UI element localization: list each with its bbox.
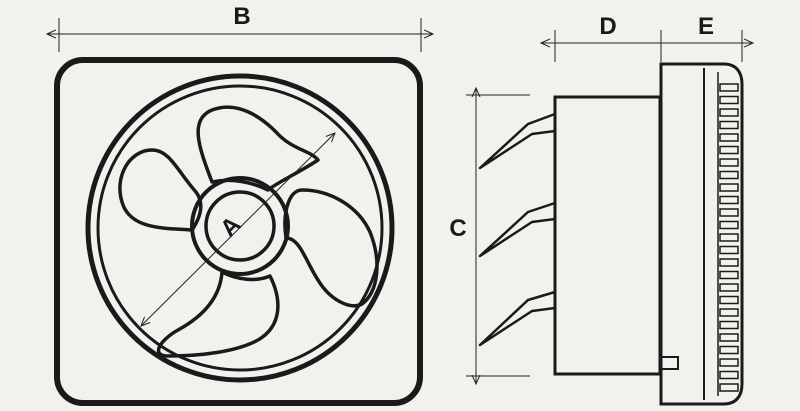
grille-slat xyxy=(719,233,739,242)
grille-slat xyxy=(719,345,739,355)
grille-slat xyxy=(719,295,739,305)
grille-slat xyxy=(719,333,739,342)
grille-slats xyxy=(719,83,739,392)
side-tab xyxy=(659,356,679,370)
grille-slat xyxy=(719,320,739,330)
side-view: C D E xyxy=(449,13,753,406)
grille-slat xyxy=(719,145,739,155)
grille-slat xyxy=(719,120,739,130)
fan-blade-right xyxy=(283,188,379,308)
grille-slat xyxy=(719,170,739,180)
fan-blade-top xyxy=(196,105,320,192)
front-view: A B xyxy=(47,3,433,406)
grille-slat xyxy=(719,258,739,267)
front-frame xyxy=(54,57,423,406)
dimension-a-label: A xyxy=(215,211,246,242)
grille-slat xyxy=(719,158,739,167)
grille-slat xyxy=(719,108,739,117)
shutter-flap-1 xyxy=(478,112,556,170)
grille-slat xyxy=(719,183,739,192)
grille-slat xyxy=(719,220,739,230)
side-body xyxy=(553,95,662,376)
grille-slat xyxy=(719,133,739,142)
fan-blades xyxy=(118,105,379,358)
shutter-flap-2 xyxy=(478,201,556,258)
grille-slat xyxy=(719,208,739,217)
dimension-e-label: E xyxy=(698,13,714,40)
side-grille-frame xyxy=(659,62,744,406)
grille-slat xyxy=(719,308,739,317)
dimension-b-label: B xyxy=(233,3,250,30)
grille-slat xyxy=(719,270,739,280)
grille-slat xyxy=(719,245,739,255)
dimension-d-label: D xyxy=(599,13,616,40)
grille-slat xyxy=(719,283,739,292)
grille-slat xyxy=(719,83,739,92)
fan-outer-ring xyxy=(85,73,395,383)
grille-slat xyxy=(719,95,739,105)
grille-slat xyxy=(719,370,739,380)
fan-blade-left xyxy=(118,148,203,232)
grille-slat xyxy=(719,383,739,392)
fan-blade-bottom xyxy=(156,270,280,358)
shutter-flap-3 xyxy=(478,290,556,347)
grille-slat xyxy=(719,195,739,205)
grille-slat xyxy=(719,358,739,367)
dimension-a-line xyxy=(141,133,335,326)
fan-inner-ring xyxy=(96,84,384,372)
shutter-flaps xyxy=(478,112,556,347)
dimension-c-label: C xyxy=(449,215,466,242)
